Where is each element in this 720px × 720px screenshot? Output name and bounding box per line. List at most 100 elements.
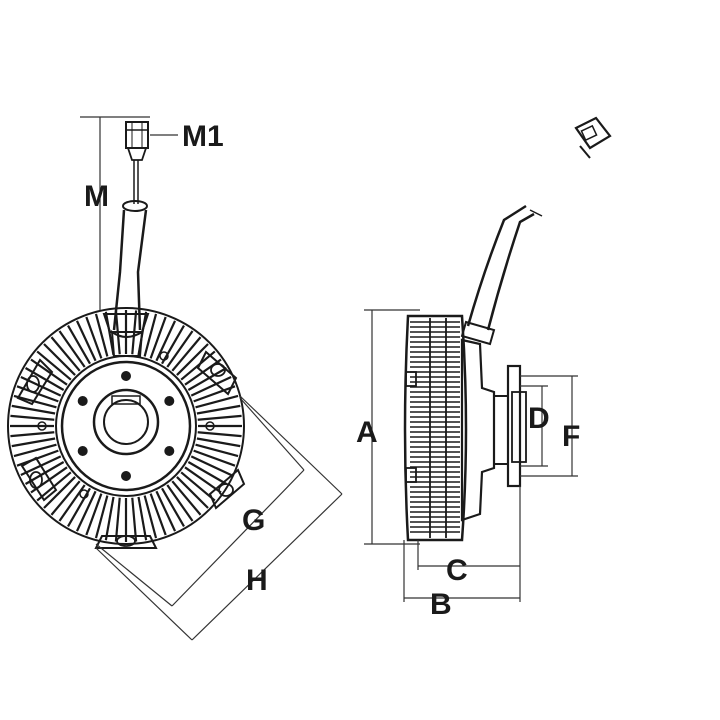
lug-hole: [218, 483, 234, 497]
g-extension-bottom: [95, 543, 173, 607]
side-view: A D F C B: [356, 116, 612, 621]
fin: [94, 495, 109, 539]
bolt-hole: [121, 371, 131, 381]
fin: [155, 320, 177, 362]
fin: [43, 476, 76, 509]
side-fins: [410, 321, 460, 533]
fin: [176, 343, 209, 376]
fin-body-outline: [403, 314, 468, 542]
label-m1: M1: [182, 120, 224, 153]
fin: [24, 367, 65, 391]
fin: [187, 461, 228, 485]
fin: [67, 487, 91, 528]
fin: [190, 375, 232, 397]
fin: [50, 480, 81, 516]
fin: [137, 496, 148, 541]
bolt-hole: [77, 446, 88, 456]
fin: [149, 316, 167, 359]
lug-right-top: [196, 350, 238, 396]
electrical-connector-icon: [125, 121, 149, 161]
fin: [143, 495, 158, 539]
fin: [11, 437, 56, 448]
fin: [149, 493, 167, 536]
side-tab: [405, 371, 417, 387]
rim-nub: [37, 421, 47, 431]
harness-tube: [112, 209, 148, 331]
fin: [171, 480, 202, 516]
side-harness-tube: [466, 204, 535, 331]
clutch-body: [460, 338, 496, 522]
fin: [197, 431, 242, 438]
fin: [10, 414, 55, 421]
clutch-neck: [493, 395, 509, 465]
fin: [58, 330, 86, 368]
fin: [180, 350, 216, 381]
fin: [104, 496, 115, 541]
tube-end: [122, 200, 148, 212]
tube-grommet: [110, 329, 144, 357]
fin: [36, 350, 72, 381]
side-grommet: [460, 320, 496, 346]
h-extension-bottom: [95, 547, 193, 641]
lug-right-bottom: [208, 468, 246, 510]
fin: [85, 493, 103, 536]
bolt-holes: [77, 371, 175, 481]
h-extension: [239, 395, 343, 495]
g-extension: [239, 397, 305, 471]
hub-boss: [92, 388, 160, 456]
fin: [193, 449, 236, 467]
fin: [104, 311, 115, 356]
label-h: H: [246, 564, 268, 597]
outer-rim: [7, 307, 245, 545]
bolt-hole: [77, 396, 88, 406]
label-m: M: [84, 180, 109, 213]
bolt-hole: [164, 396, 175, 406]
fin: [10, 431, 55, 438]
bolt-hole: [121, 471, 131, 481]
bolt-hole: [164, 446, 175, 456]
lug-bottom: [94, 535, 158, 549]
h-dimension-line: [191, 493, 343, 641]
g-dimension-line: [171, 469, 305, 607]
mounting-lugs: [16, 313, 246, 549]
fin-ring: [10, 310, 242, 542]
lug-hole: [210, 363, 226, 377]
fin: [187, 367, 228, 391]
fin: [166, 330, 194, 368]
fin: [196, 404, 241, 415]
fin: [166, 484, 194, 522]
fin: [43, 343, 76, 376]
fin: [196, 437, 241, 448]
fin: [11, 404, 56, 415]
fin: [16, 449, 59, 467]
rim-nub: [205, 421, 215, 431]
fin: [85, 316, 103, 359]
fin: [13, 443, 57, 458]
mounting-flange: [506, 364, 522, 488]
fin: [114, 497, 121, 542]
side-wire: [529, 209, 543, 217]
label-d: D: [528, 402, 550, 435]
label-a: A: [356, 416, 378, 449]
fin: [131, 497, 138, 542]
label-c: C: [446, 554, 468, 587]
lug-hole: [26, 375, 40, 393]
fin: [75, 490, 97, 532]
flange-boss: [511, 391, 527, 463]
fin: [190, 455, 232, 477]
label-g: G: [242, 504, 265, 537]
rim-nub: [159, 351, 169, 361]
side-connector-icon: [574, 116, 612, 159]
fin: [161, 324, 185, 365]
fin: [195, 443, 239, 458]
fin: [161, 487, 185, 528]
fin: [176, 476, 209, 509]
label-b: B: [430, 588, 452, 621]
lug-left-top: [16, 358, 54, 406]
front-view: M1 M G H: [7, 116, 343, 641]
hub-plate: [60, 360, 192, 492]
label-f: F: [562, 420, 580, 453]
side-tab: [405, 467, 417, 483]
fin: [94, 313, 109, 357]
